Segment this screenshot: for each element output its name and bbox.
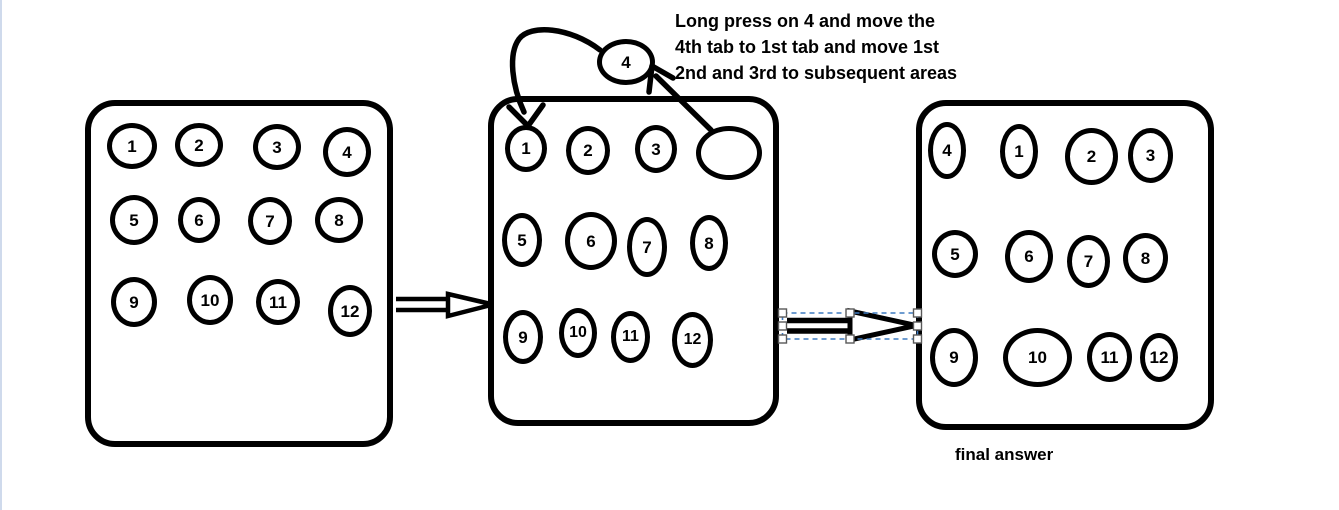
tab-transition-5: 5 [502,213,542,267]
tab-final-5: 5 [932,230,978,278]
tab-initial-9: 9 [111,277,157,327]
tab-final-2: 2 [1065,128,1118,185]
tab-initial-12: 12 [328,285,372,337]
tab-initial-11: 11 [256,279,300,325]
tab-initial-5: 5 [110,195,158,245]
selection-dashed-border [781,312,919,340]
tab-final-6: 6 [1005,230,1053,283]
tab-transition-7: 7 [627,217,667,277]
tab-initial-6: 6 [178,197,220,243]
tab-initial-8: 8 [315,197,363,243]
instruction-line-1: Long press on 4 and move the [675,11,936,31]
final-answer-caption: final answer [955,445,1054,464]
tab-final-7: 7 [1067,235,1110,288]
left-edge-artifact [0,0,2,510]
tab-initial-2: 2 [175,123,223,167]
tab-final-11: 11 [1087,332,1132,382]
tab-transition-1: 1 [505,125,547,172]
tab-initial-1: 1 [107,123,157,169]
arrow-left-to-middle [396,291,494,319]
tab-dragged-4: 4 [597,39,655,85]
tab-initial-3: 3 [253,124,301,170]
tab-final-8: 8 [1123,233,1168,283]
tab-final-12: 12 [1140,333,1178,382]
tab-transition-6: 6 [565,212,617,270]
tab-transition-8: 8 [690,215,728,271]
tab-transition-11: 11 [611,311,650,363]
tab-transition-9: 9 [503,310,543,364]
tab-slot-empty [696,126,762,180]
tab-initial-4: 4 [323,127,371,177]
tab-transition-10: 10 [559,308,597,358]
tab-final-9: 9 [930,328,978,387]
tab-final-4: 4 [928,122,966,179]
tab-transition-2: 2 [566,126,610,175]
tab-initial-7: 7 [248,197,292,245]
tab-final-1: 1 [1000,124,1038,179]
tab-final-10: 10 [1003,328,1072,387]
instruction-line-3: 2nd and 3rd to subsequent areas [675,63,958,83]
selection-handles [777,308,923,344]
arrow-middle-to-right[interactable] [787,307,917,344]
instruction-line-2: 4th tab to 1st tab and move 1st [675,37,940,57]
tab-initial-10: 10 [187,275,233,325]
selection-box[interactable] [777,308,923,344]
tab-transition-12: 12 [672,312,713,368]
tab-transition-3: 3 [635,125,677,173]
instruction-text: Long press on 4 and move the 4th tab to … [675,8,957,86]
tab-final-3: 3 [1128,128,1173,183]
